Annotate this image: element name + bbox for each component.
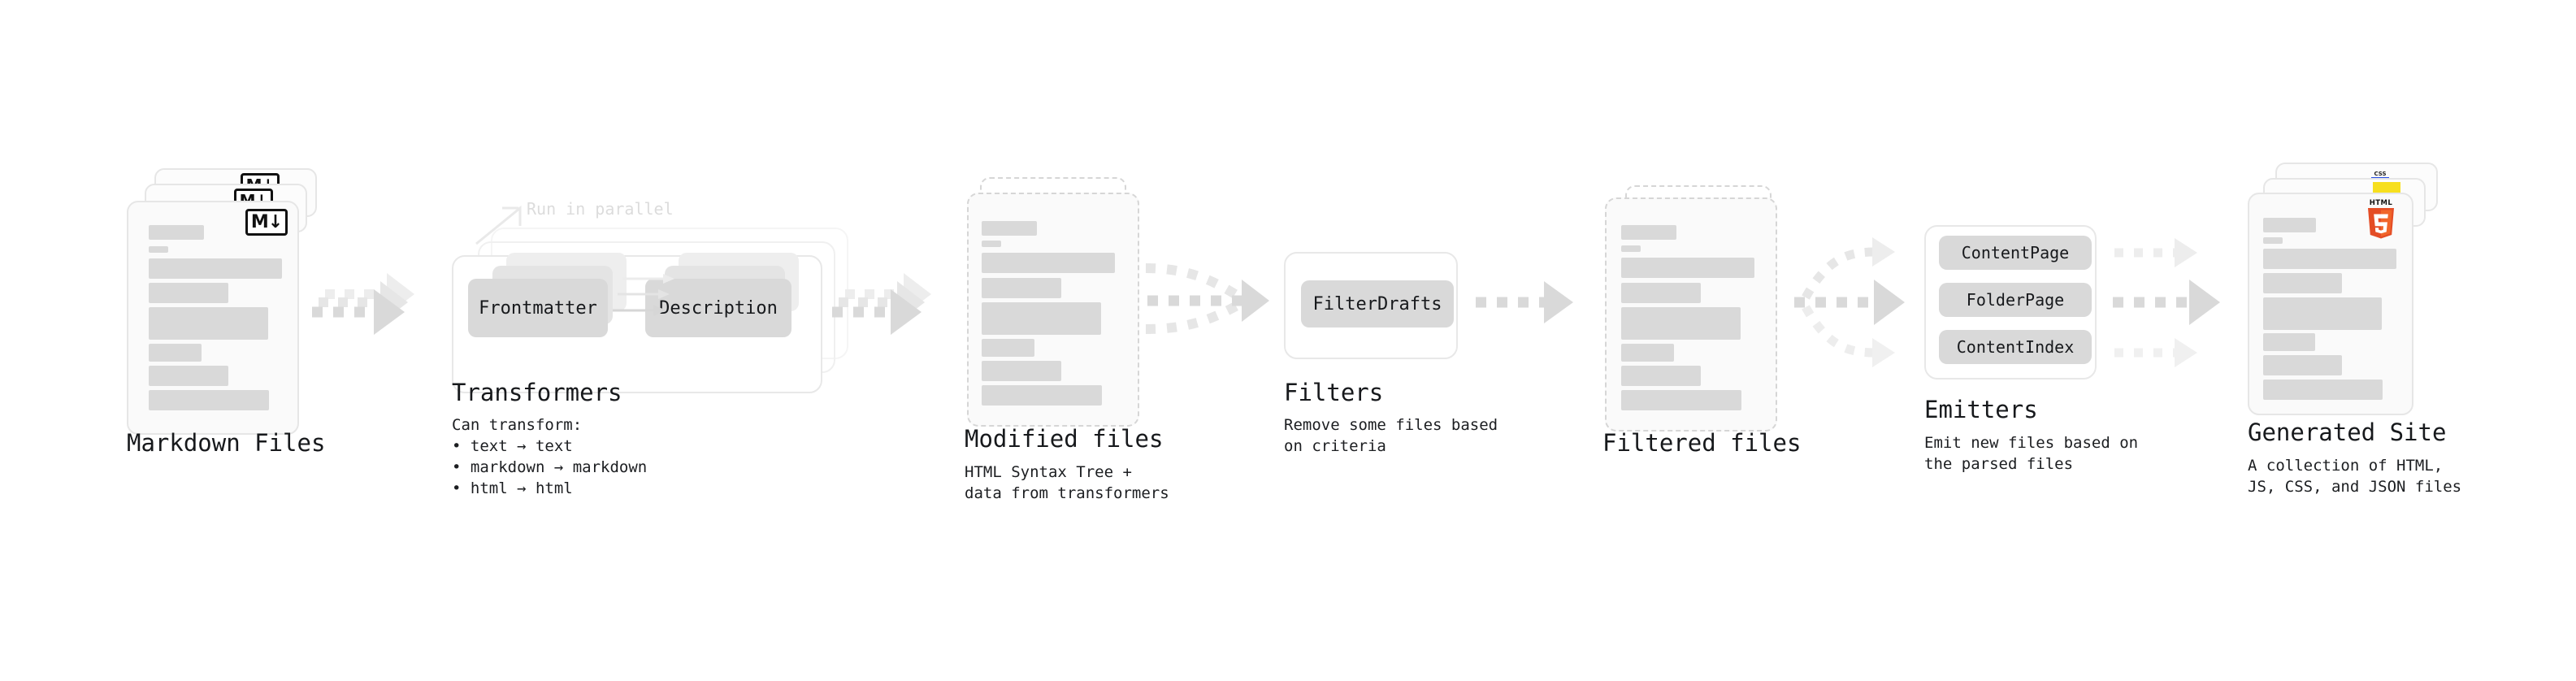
doc-bar [149,258,282,279]
stage-title-filters: Filters [1284,379,1384,406]
doc-bar [149,390,269,410]
html5-icon: HTML [2363,197,2399,241]
stage-desc-emitters: Emit new files based on the parsed files [1924,434,2139,473]
filter-chip-filterdrafts[interactable]: FilterDrafts [1301,280,1454,327]
transformer-chip-description[interactable]: Description [645,279,791,337]
doc-bar [1621,225,1676,240]
doc-bar [2263,237,2283,244]
doc-bar [982,339,1034,357]
emitter-chip-contentpage[interactable]: ContentPage [1939,236,2092,270]
connector-emitters-to-site [2113,238,2220,367]
run-in-parallel-note: Run in parallel [527,199,674,219]
stage-title-modified-files: Modified files [965,425,1164,453]
doc-bar [149,307,268,340]
transformer-chip-label: Description [659,297,778,319]
doc-bar [982,385,1102,406]
stage-desc-modified-files: HTML Syntax Tree + data from transformer… [965,463,1169,502]
stage-desc-generated-site: A collection of HTML, JS, CSS, and JSON … [2248,457,2462,496]
emitter-chip-contentindex[interactable]: ContentIndex [1939,330,2092,364]
doc-bar [149,344,202,362]
doc-bar [1621,283,1701,303]
doc-bar [2263,355,2342,375]
doc-bar [1621,366,1701,386]
doc-bar [2263,297,2382,330]
stage-title-filtered-files: Filtered files [1602,429,1802,457]
doc-bar [2263,218,2316,232]
stage-title-transformers: Transformers [452,379,622,406]
transformer-chip-label: Frontmatter [479,297,597,319]
doc-bar [982,278,1061,298]
connector-md-to-transformers [312,273,414,335]
stage-title-emitters: Emitters [1924,396,2038,423]
markdown-icon: M↓ [245,209,288,236]
doc-bar [2263,380,2383,400]
emitter-chip-label: FolderPage [1966,290,2065,310]
doc-bar [149,366,228,386]
doc-bar [1621,344,1674,362]
stage-title-generated-site: Generated Site [2248,419,2447,446]
doc-bar [1621,307,1741,340]
doc-bar [2263,333,2315,351]
transformer-chip-frontmatter[interactable]: Frontmatter [468,279,608,337]
doc-bar [1621,390,1741,410]
doc-bar [982,221,1037,236]
doc-bar [982,302,1101,335]
emitter-chip-label: ContentIndex [1956,337,2075,357]
stage-title-markdown-files: Markdown Files [127,429,326,457]
doc-bar [982,253,1115,273]
doc-bar [1621,258,1754,278]
doc-bar [149,225,204,240]
connector-modified-to-filters [1145,263,1269,334]
doc-bar [982,361,1061,381]
svg-text:HTML: HTML [2370,199,2393,207]
stage-desc-transformers: Can transform: • text → text • markdown … [452,416,648,497]
stage-desc-filters: Remove some files based on criteria [1284,416,1498,455]
doc-bar [149,283,228,303]
connector-filtered-to-emitters [1794,237,1905,367]
svg-text:CSS: CSS [2374,171,2386,177]
doc-bar [982,241,1001,247]
doc-bar [2263,249,2396,269]
doc-bar [149,246,168,253]
doc-bar [1621,245,1641,252]
emitter-chip-label: ContentPage [1961,243,2070,262]
connector-filters-to-filtered [1476,281,1573,323]
emitter-chip-folderpage[interactable]: FolderPage [1939,283,2092,317]
doc-bar [2263,273,2342,293]
filter-chip-label: FilterDrafts [1312,293,1442,314]
